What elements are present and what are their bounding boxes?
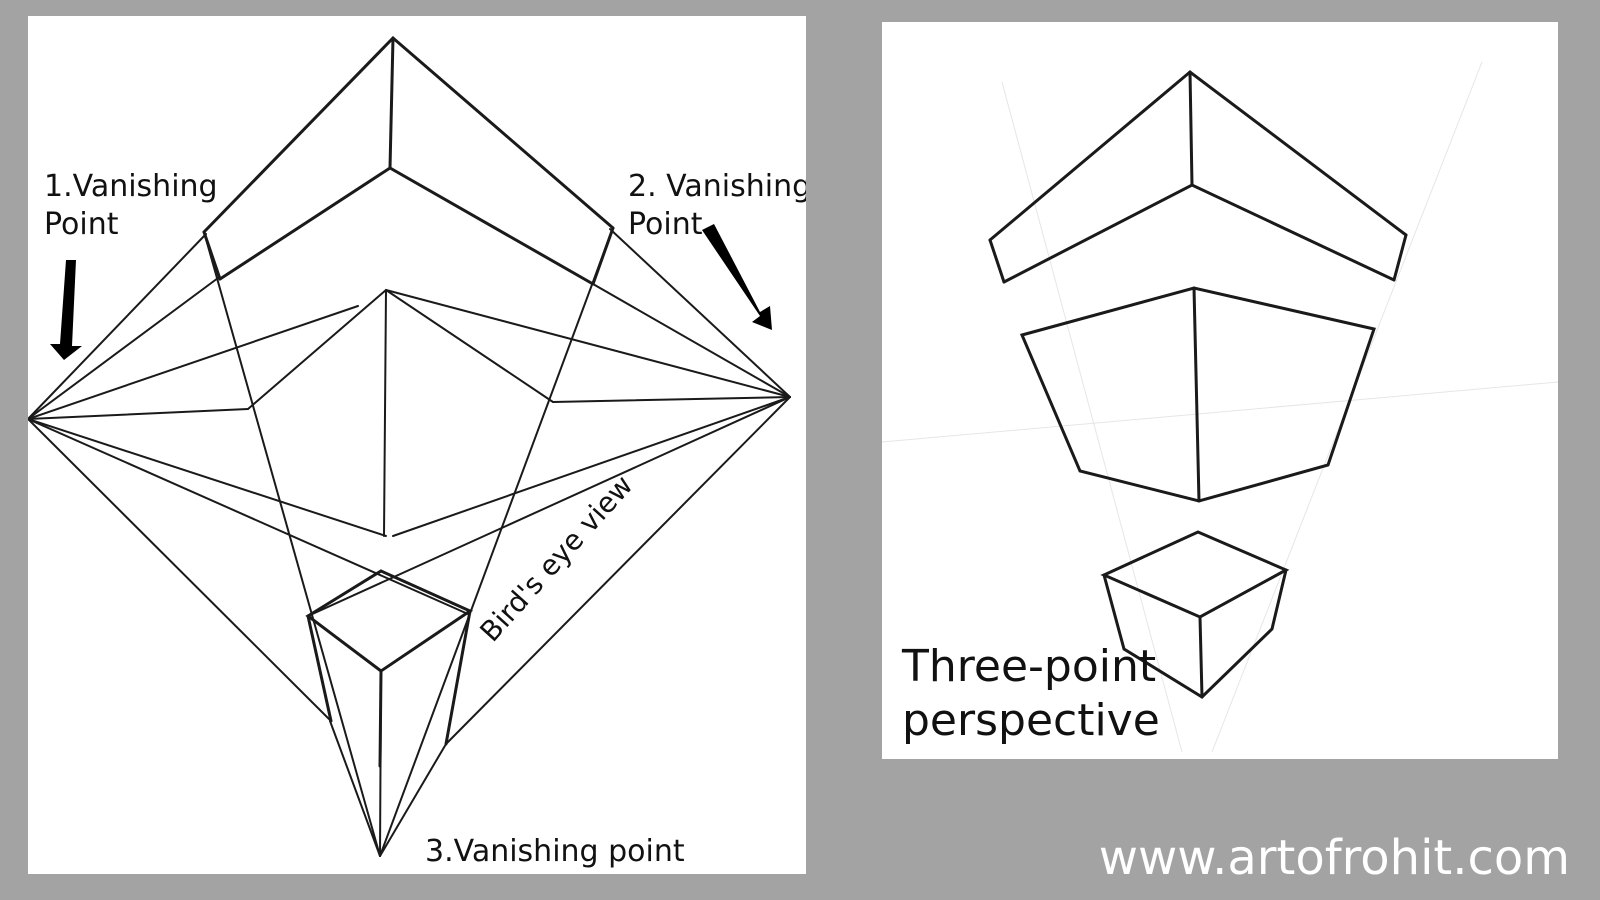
vp3-ray (379, 227, 614, 857)
middle-box-vertical-edge (383, 289, 387, 537)
top-box-bottom-edges (1002, 183, 1396, 284)
vanishing-point-1-line-2: Point (44, 207, 119, 242)
middle-box-top-edges (247, 288, 554, 410)
vp3-ray (379, 743, 447, 857)
vp2-ray (445, 396, 791, 745)
bottom-cube-vertical-edge (378, 669, 383, 768)
guide-line (1001, 81, 1183, 753)
vp1-ray (28, 418, 332, 722)
middle-box-vertical-edge (1192, 286, 1201, 503)
small-cube-vertical-edge (1198, 615, 1204, 699)
vp2-ray (307, 396, 791, 617)
construction-lines (28, 35, 791, 857)
arrow-down-right-icon (702, 224, 772, 330)
vp1-ray (28, 277, 219, 420)
vanishing-point-1-line-1: 1.Vanishing (44, 169, 218, 204)
vanishing-point-1-label: 1.Vanishing Point (44, 168, 218, 244)
vanishing-point-2-line-1: 2. Vanishing (628, 169, 806, 204)
top-box-side-edge (202, 230, 222, 281)
vp3-ray (203, 231, 381, 857)
top-box-top-edges (202, 35, 615, 234)
top-box-side-edge (988, 238, 1006, 284)
caption: Three-point perspective (902, 640, 1160, 748)
vanishing-point-2-label: 2. Vanishing Point (628, 168, 806, 244)
top-box-side-edge (1392, 233, 1408, 282)
vp1-ray (28, 408, 249, 420)
vp1-ray (28, 305, 359, 420)
small-cube-top-face (1100, 530, 1290, 619)
vanishing-point-3-label: 3.Vanishing point (425, 834, 685, 869)
bottom-cube-right-edge (444, 609, 472, 746)
guide-line (882, 381, 1558, 443)
vp1-ray (28, 233, 207, 420)
vp1-ray (28, 418, 469, 615)
vp2-ray (592, 283, 791, 398)
top-box-vertical-edge (1188, 70, 1194, 187)
top-box-bottom-edges (218, 166, 595, 286)
caption-line-1: Three-point (902, 641, 1157, 692)
vp2-ray (609, 228, 791, 398)
website-watermark: www.artofrohit.com (1098, 830, 1570, 886)
bottom-cube-left-edge (306, 614, 333, 723)
result-drawing (882, 61, 1558, 753)
construction-diagram-panel: 1.Vanishing Point 2. Vanishing Point 3.V… (28, 16, 806, 874)
top-box-top-edges (988, 70, 1408, 242)
vp2-ray (392, 396, 791, 537)
vp1-ray (28, 418, 387, 537)
top-box-vertical-edge (388, 36, 395, 170)
bottom-cube-top-face (305, 569, 474, 673)
vp2-ray (385, 289, 791, 398)
vp2-ray (552, 396, 791, 403)
result-panel: Three-point perspective (882, 22, 1558, 759)
arrow-down-icon (50, 260, 82, 360)
vp3-ray (329, 720, 381, 857)
caption-line-2: perspective (902, 695, 1160, 746)
vanishing-point-2-line-2: Point (628, 207, 703, 242)
top-box-side-edge (591, 226, 615, 286)
